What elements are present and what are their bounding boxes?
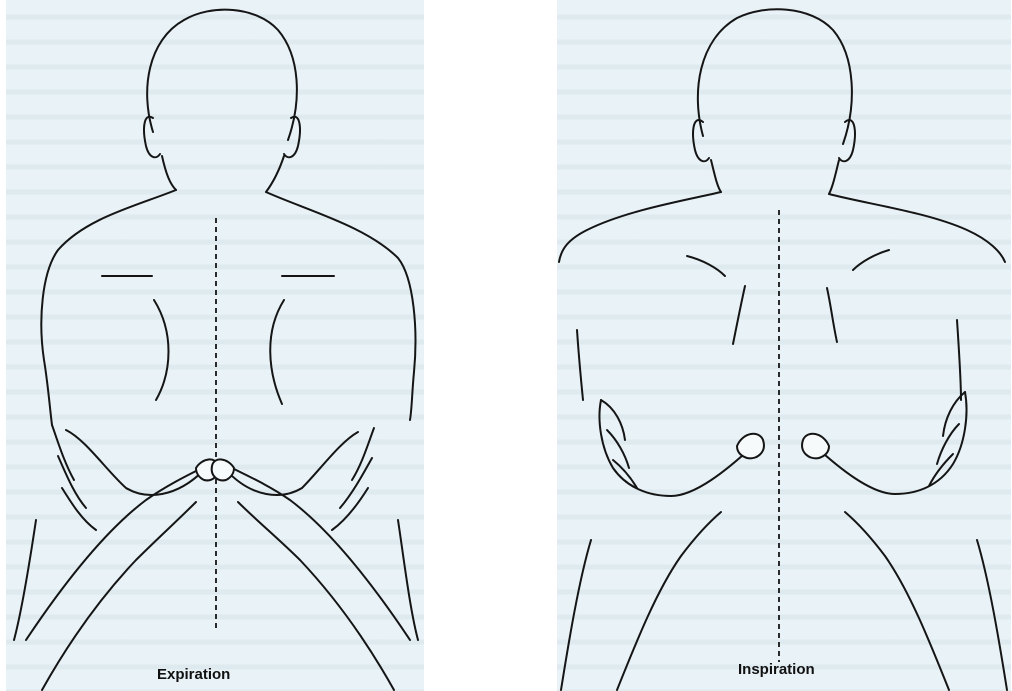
inspiration-back-illustration — [557, 0, 1011, 691]
right-flank — [398, 520, 418, 640]
left-hand-outer — [600, 400, 754, 496]
left-shoulder — [559, 192, 721, 262]
left-scapula — [687, 256, 725, 276]
right-scapula — [853, 250, 889, 270]
right-shoulder — [829, 194, 1005, 262]
right-ear — [839, 120, 855, 161]
inspiration-caption: Inspiration — [738, 661, 815, 678]
right-hand-back — [232, 468, 410, 640]
left-arm-inner — [561, 540, 591, 690]
neck-right — [266, 156, 284, 192]
left-thumb — [737, 434, 764, 459]
left-ear — [144, 117, 160, 158]
neck-left — [711, 160, 721, 192]
expiration-back-illustration — [6, 0, 424, 691]
left-scapula-edge — [733, 286, 745, 344]
right-hand-back — [845, 512, 949, 690]
right-hand-fingers — [226, 432, 358, 495]
left-finger-1 — [601, 400, 625, 440]
left-hand-fingers — [66, 430, 204, 495]
left-hand-back — [26, 468, 202, 640]
left-finger-3 — [62, 488, 96, 530]
expiration-caption: Expiration — [157, 666, 230, 683]
neck-right — [829, 160, 839, 194]
inspiration-figure-panel: Inspiration — [557, 0, 1011, 691]
expiration-figure-panel: Expiration — [6, 0, 424, 691]
right-flank-upper — [957, 320, 961, 400]
left-flank-upper — [577, 330, 583, 400]
neck-left — [162, 156, 176, 190]
right-arm-inner — [977, 540, 1007, 690]
left-scapula-edge — [154, 300, 169, 400]
left-finger-2 — [58, 456, 86, 508]
right-arm-inner — [238, 502, 394, 690]
right-hand-outer — [815, 392, 967, 494]
right-scapula-edge — [270, 300, 284, 404]
head-outline — [147, 10, 297, 140]
left-flank — [14, 520, 36, 640]
left-hand-back — [617, 512, 721, 690]
right-thumb — [212, 459, 234, 480]
right-shoulder — [266, 192, 415, 420]
left-shoulder — [41, 190, 176, 425]
right-ear — [284, 117, 300, 158]
right-scapula-edge — [827, 288, 837, 342]
left-arm-inner — [42, 502, 196, 690]
right-finger-2 — [340, 458, 372, 508]
head-outline — [698, 9, 852, 144]
right-thumb — [802, 434, 829, 459]
